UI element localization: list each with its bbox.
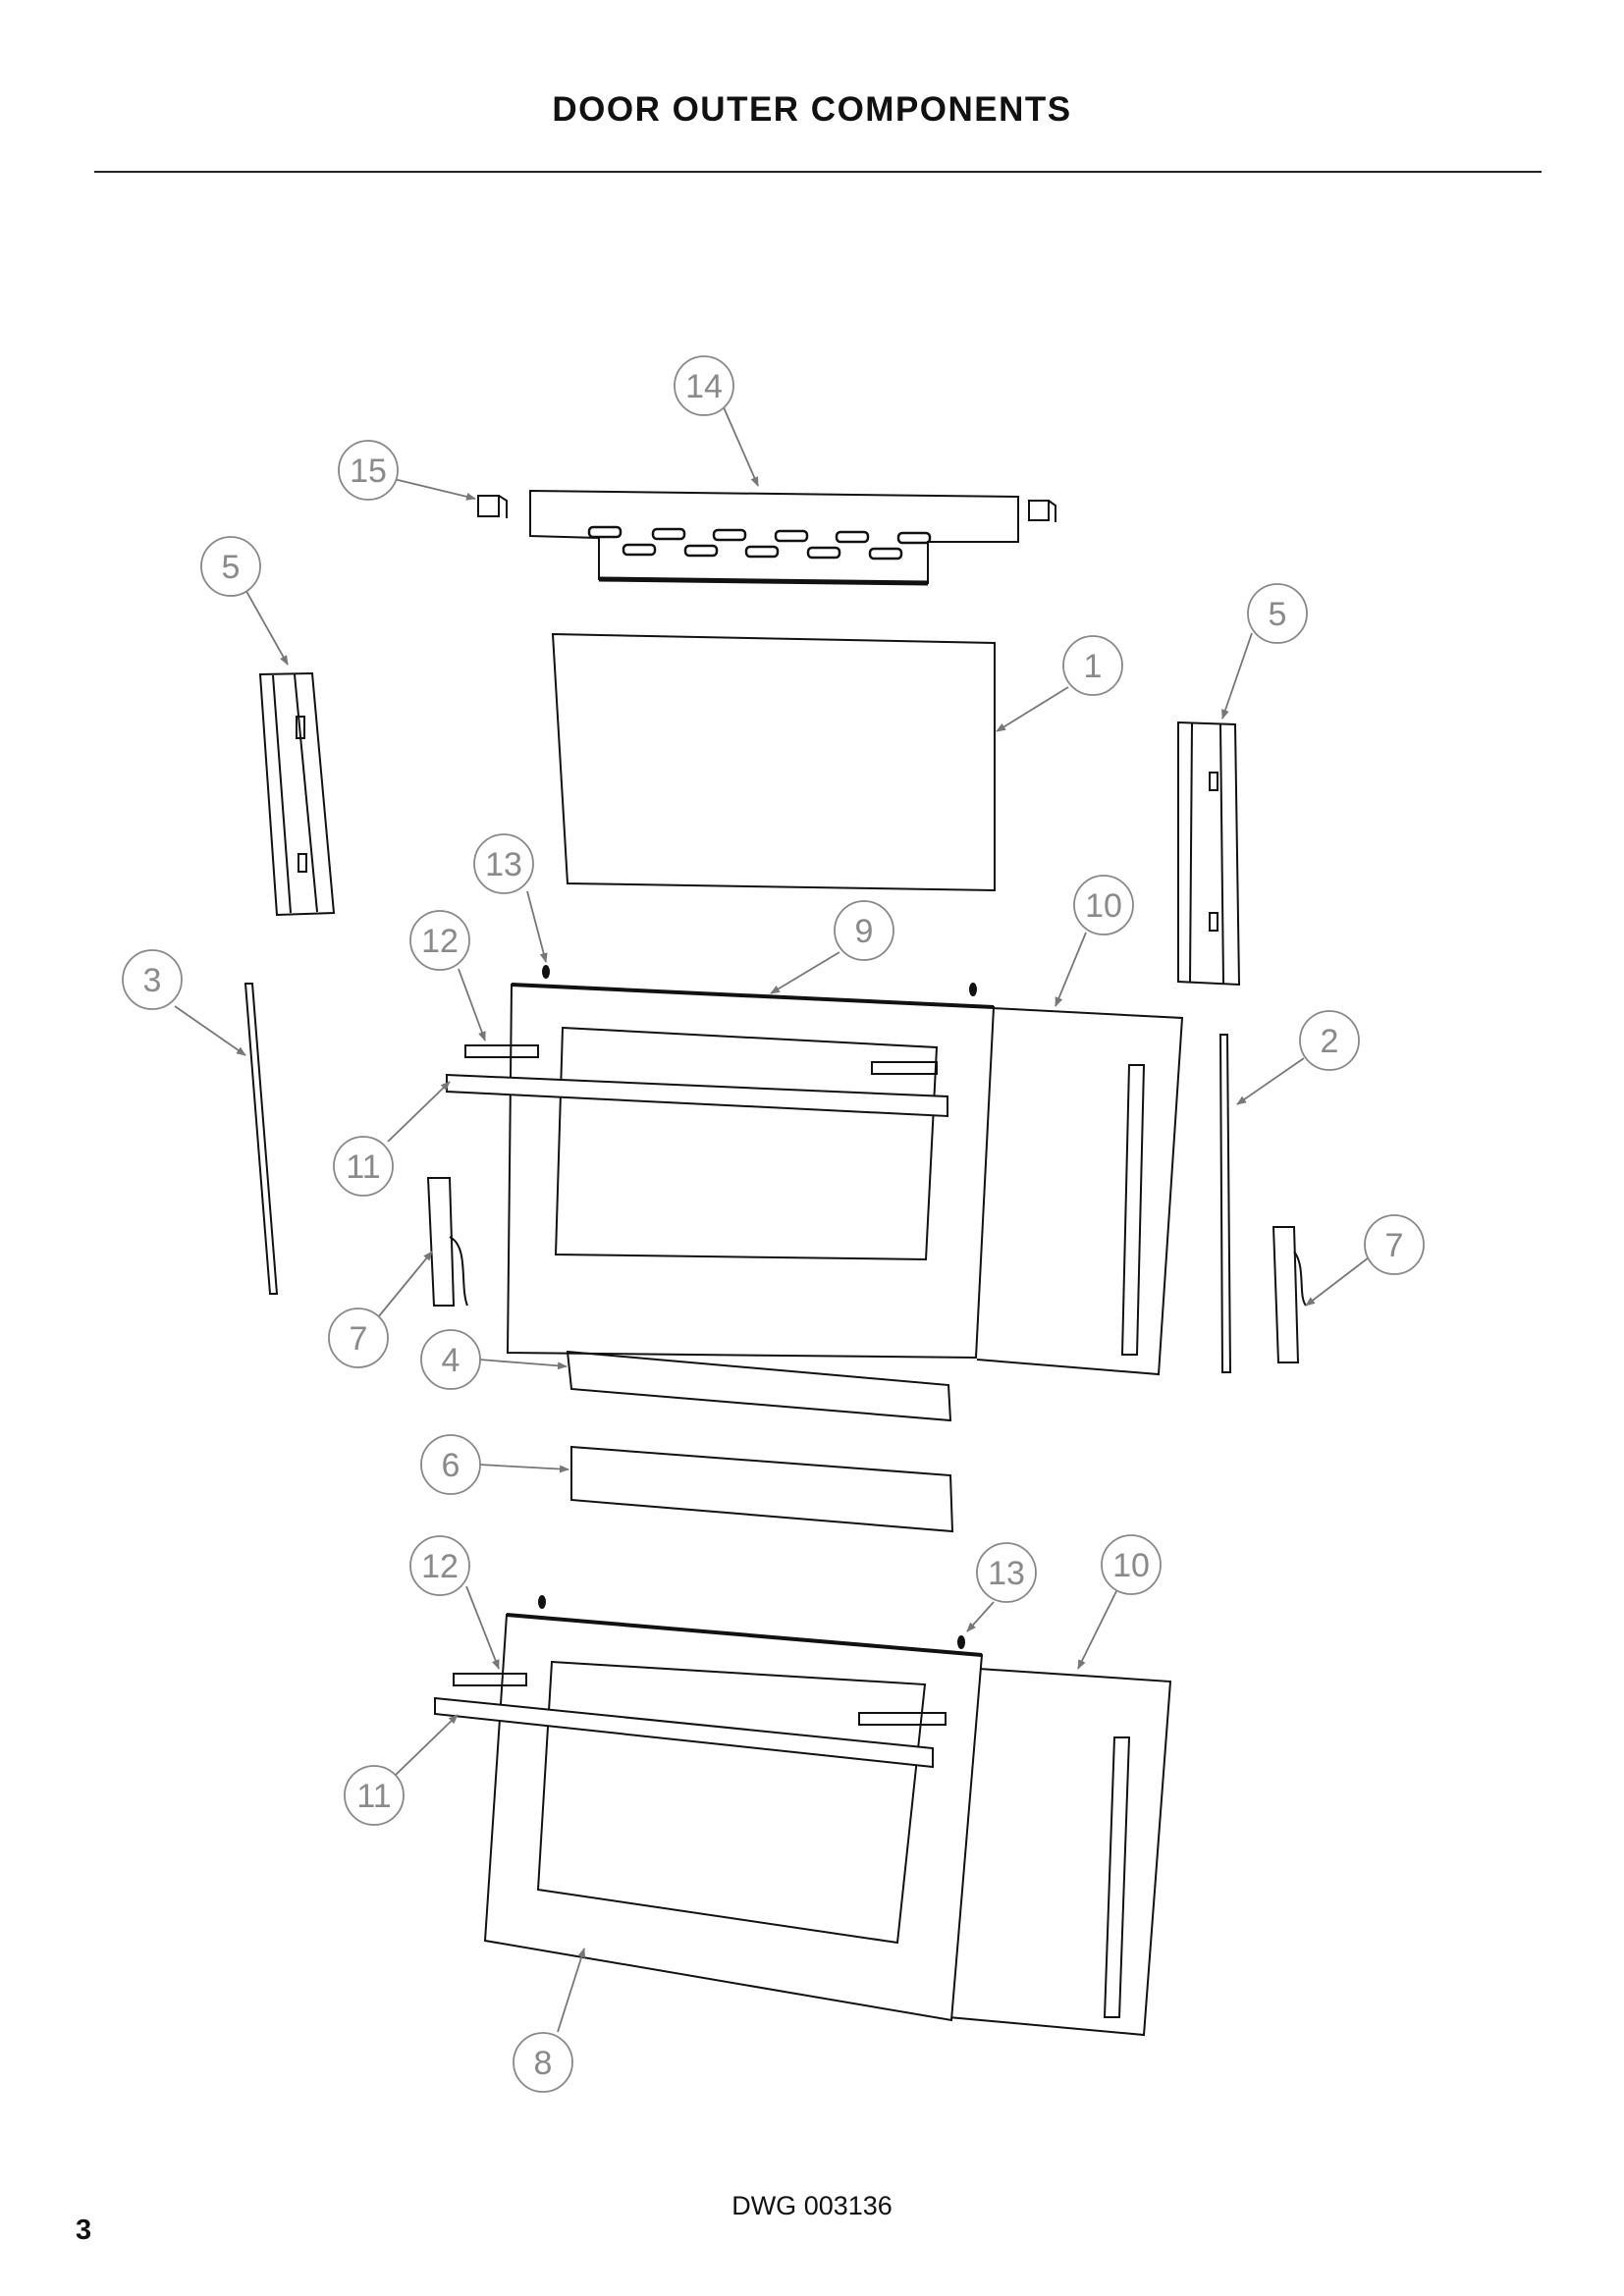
- callout-6: 6: [442, 1447, 460, 1484]
- leader-line: [1055, 932, 1087, 1007]
- leader-line: [770, 951, 840, 994]
- callout-7: 7: [1385, 1227, 1404, 1264]
- callout-1: 1: [1084, 648, 1103, 685]
- callout-11: 11: [346, 1148, 380, 1186]
- leader-line: [526, 890, 548, 963]
- fastener-screw: [969, 983, 977, 996]
- callout-13: 13: [485, 846, 522, 883]
- leader-line: [243, 585, 289, 666]
- part-clip-left: [477, 495, 508, 518]
- callout-11: 11: [356, 1778, 391, 1815]
- callout-15: 15: [350, 453, 387, 490]
- callout-10: 10: [1085, 887, 1122, 925]
- callout-5: 5: [222, 549, 241, 586]
- leader-line: [1221, 632, 1253, 720]
- part-handle-lower: [434, 1696, 934, 1769]
- callout-12: 12: [421, 923, 459, 960]
- part-lower-door-panel: [483, 1613, 1172, 2037]
- leader-line: [1077, 1590, 1117, 1670]
- callout-3: 3: [143, 962, 162, 999]
- part-hinge-plate-lower-right: [858, 1712, 947, 1726]
- leader-line: [478, 1464, 569, 1473]
- part-hinge-plate-upper-left: [464, 1044, 539, 1058]
- part-clip-right: [1028, 500, 1056, 522]
- leader-line: [557, 1948, 586, 2033]
- part-hinge-plate-lower-left: [453, 1673, 527, 1686]
- part-hinge-left: [426, 1177, 468, 1307]
- leader-line: [377, 1251, 433, 1318]
- callout-5: 5: [1269, 596, 1287, 633]
- fastener-screw: [542, 965, 550, 979]
- fastener-screw: [957, 1635, 965, 1649]
- page-number: 3: [76, 2215, 92, 2246]
- callout-7: 7: [350, 1320, 368, 1358]
- callout-13: 13: [988, 1555, 1025, 1592]
- leader-line: [387, 1081, 451, 1143]
- drawing-number: DWG 003136: [731, 2191, 893, 2220]
- part-side-channel-left: [258, 671, 336, 917]
- callout-12: 12: [421, 1548, 459, 1585]
- part-side-channel-right: [1177, 721, 1241, 987]
- part-lower-trim-bracket: [566, 1350, 952, 1422]
- page-title: DOOR OUTER COMPONENTS: [552, 90, 1072, 129]
- leader-line: [174, 1005, 246, 1056]
- part-top-vent-bracket: [529, 489, 1019, 586]
- leader-line: [1236, 1057, 1305, 1105]
- part-hinge-plate-upper-right: [871, 1061, 938, 1075]
- leader-line: [996, 686, 1069, 732]
- title-divider: [94, 171, 1542, 173]
- leader-line: [1305, 1254, 1374, 1307]
- leader-line: [478, 1359, 568, 1370]
- leader-line: [389, 477, 476, 501]
- part-side-strip-left: [244, 983, 279, 1295]
- callout-2: 2: [1321, 1023, 1339, 1060]
- part-glass-panel: [551, 632, 996, 892]
- callout-9: 9: [855, 913, 874, 950]
- leader-line: [458, 968, 486, 1041]
- part-hinge-right: [1272, 1226, 1307, 1363]
- callout-8: 8: [534, 2045, 553, 2082]
- leader-line: [395, 1714, 459, 1776]
- part-bottom-channel: [570, 1445, 954, 1533]
- part-side-strip-right: [1218, 1034, 1232, 1373]
- callout-4: 4: [442, 1342, 460, 1379]
- callout-10: 10: [1112, 1547, 1150, 1584]
- leader-line: [966, 1601, 995, 1632]
- fastener-screw: [538, 1595, 546, 1609]
- leader-line: [465, 1585, 500, 1670]
- part-upper-door-panel: [506, 983, 1184, 1376]
- callout-14: 14: [685, 368, 723, 405]
- leader-line: [723, 406, 759, 487]
